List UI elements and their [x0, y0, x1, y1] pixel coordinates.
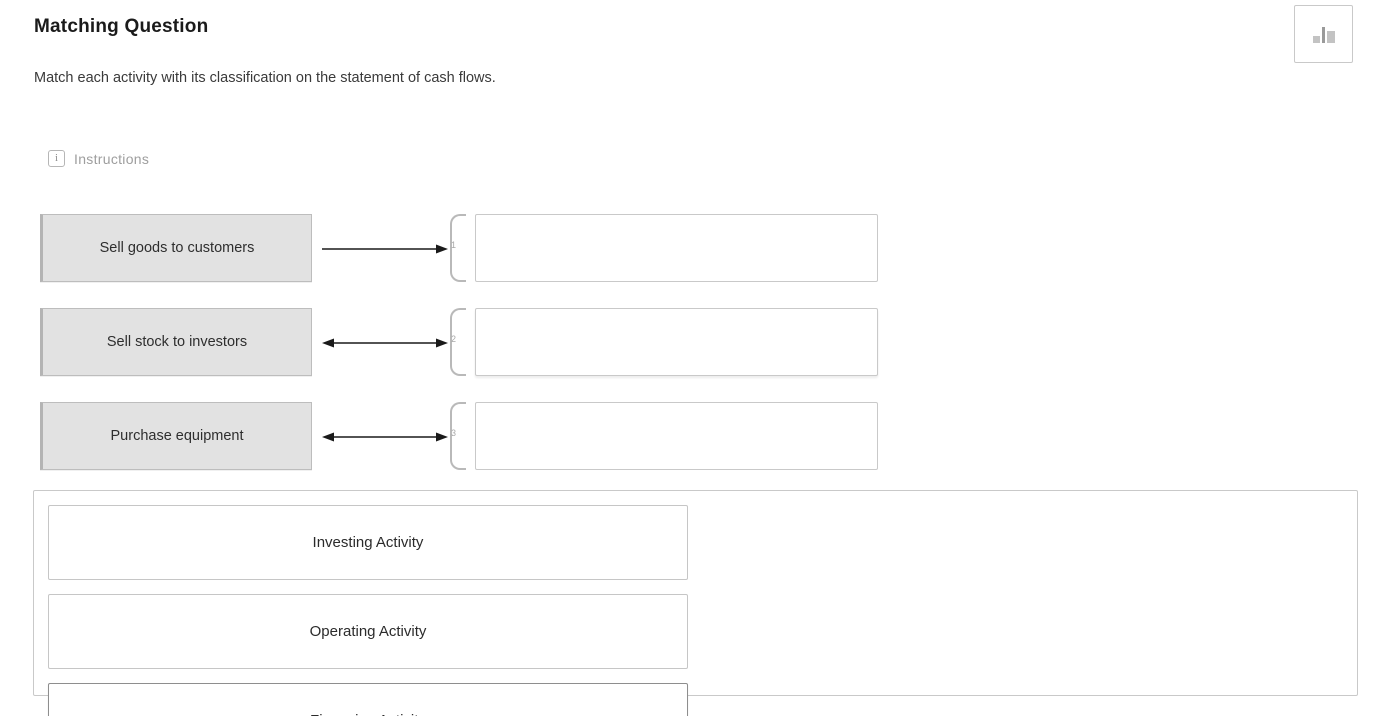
row-index: 2: [451, 334, 457, 344]
row-index: 1: [451, 240, 457, 250]
dropzone[interactable]: [475, 214, 878, 282]
matching-row: Purchase equipment 3: [0, 394, 1400, 488]
prompt-item[interactable]: Purchase equipment: [40, 402, 312, 470]
answer-option-financing-activity[interactable]: Financing Activity: [48, 683, 688, 716]
row-index: 3: [451, 428, 457, 438]
chart-toggle-button[interactable]: [1294, 5, 1353, 63]
answer-bank: Investing Activity Operating Activity Fi…: [33, 490, 1358, 716]
answer-option-operating-activity[interactable]: Operating Activity: [48, 594, 688, 669]
answer-bank-grid: Investing Activity Operating Activity Fi…: [48, 505, 1343, 716]
brace-bracket: [450, 308, 466, 376]
dropzone[interactable]: [475, 308, 878, 376]
bar-chart-icon: [1312, 25, 1335, 43]
brace-bracket: [450, 402, 466, 470]
matching-row: Sell goods to customers 1: [0, 206, 1400, 300]
connector-double-arrow: [322, 334, 448, 352]
connector-double-arrow: [322, 428, 448, 446]
dropzone[interactable]: [475, 402, 878, 470]
brace-bracket: [450, 214, 466, 282]
instructions-label: Instructions: [74, 150, 150, 167]
page-subtitle: Match each activity with its classificat…: [34, 70, 496, 86]
matching-rows: Sell goods to customers 1 Sell stock to …: [0, 206, 1400, 488]
instructions[interactable]: i Instructions: [48, 150, 149, 167]
info-icon: i: [48, 150, 65, 167]
page-title: Matching Question: [34, 16, 209, 37]
matching-row: Sell stock to investors 2: [0, 300, 1400, 394]
prompt-item[interactable]: Sell goods to customers: [40, 214, 312, 282]
answer-option-investing-activity[interactable]: Investing Activity: [48, 505, 688, 580]
prompt-item[interactable]: Sell stock to investors: [40, 308, 312, 376]
connector-single-arrow-right: [322, 240, 448, 258]
